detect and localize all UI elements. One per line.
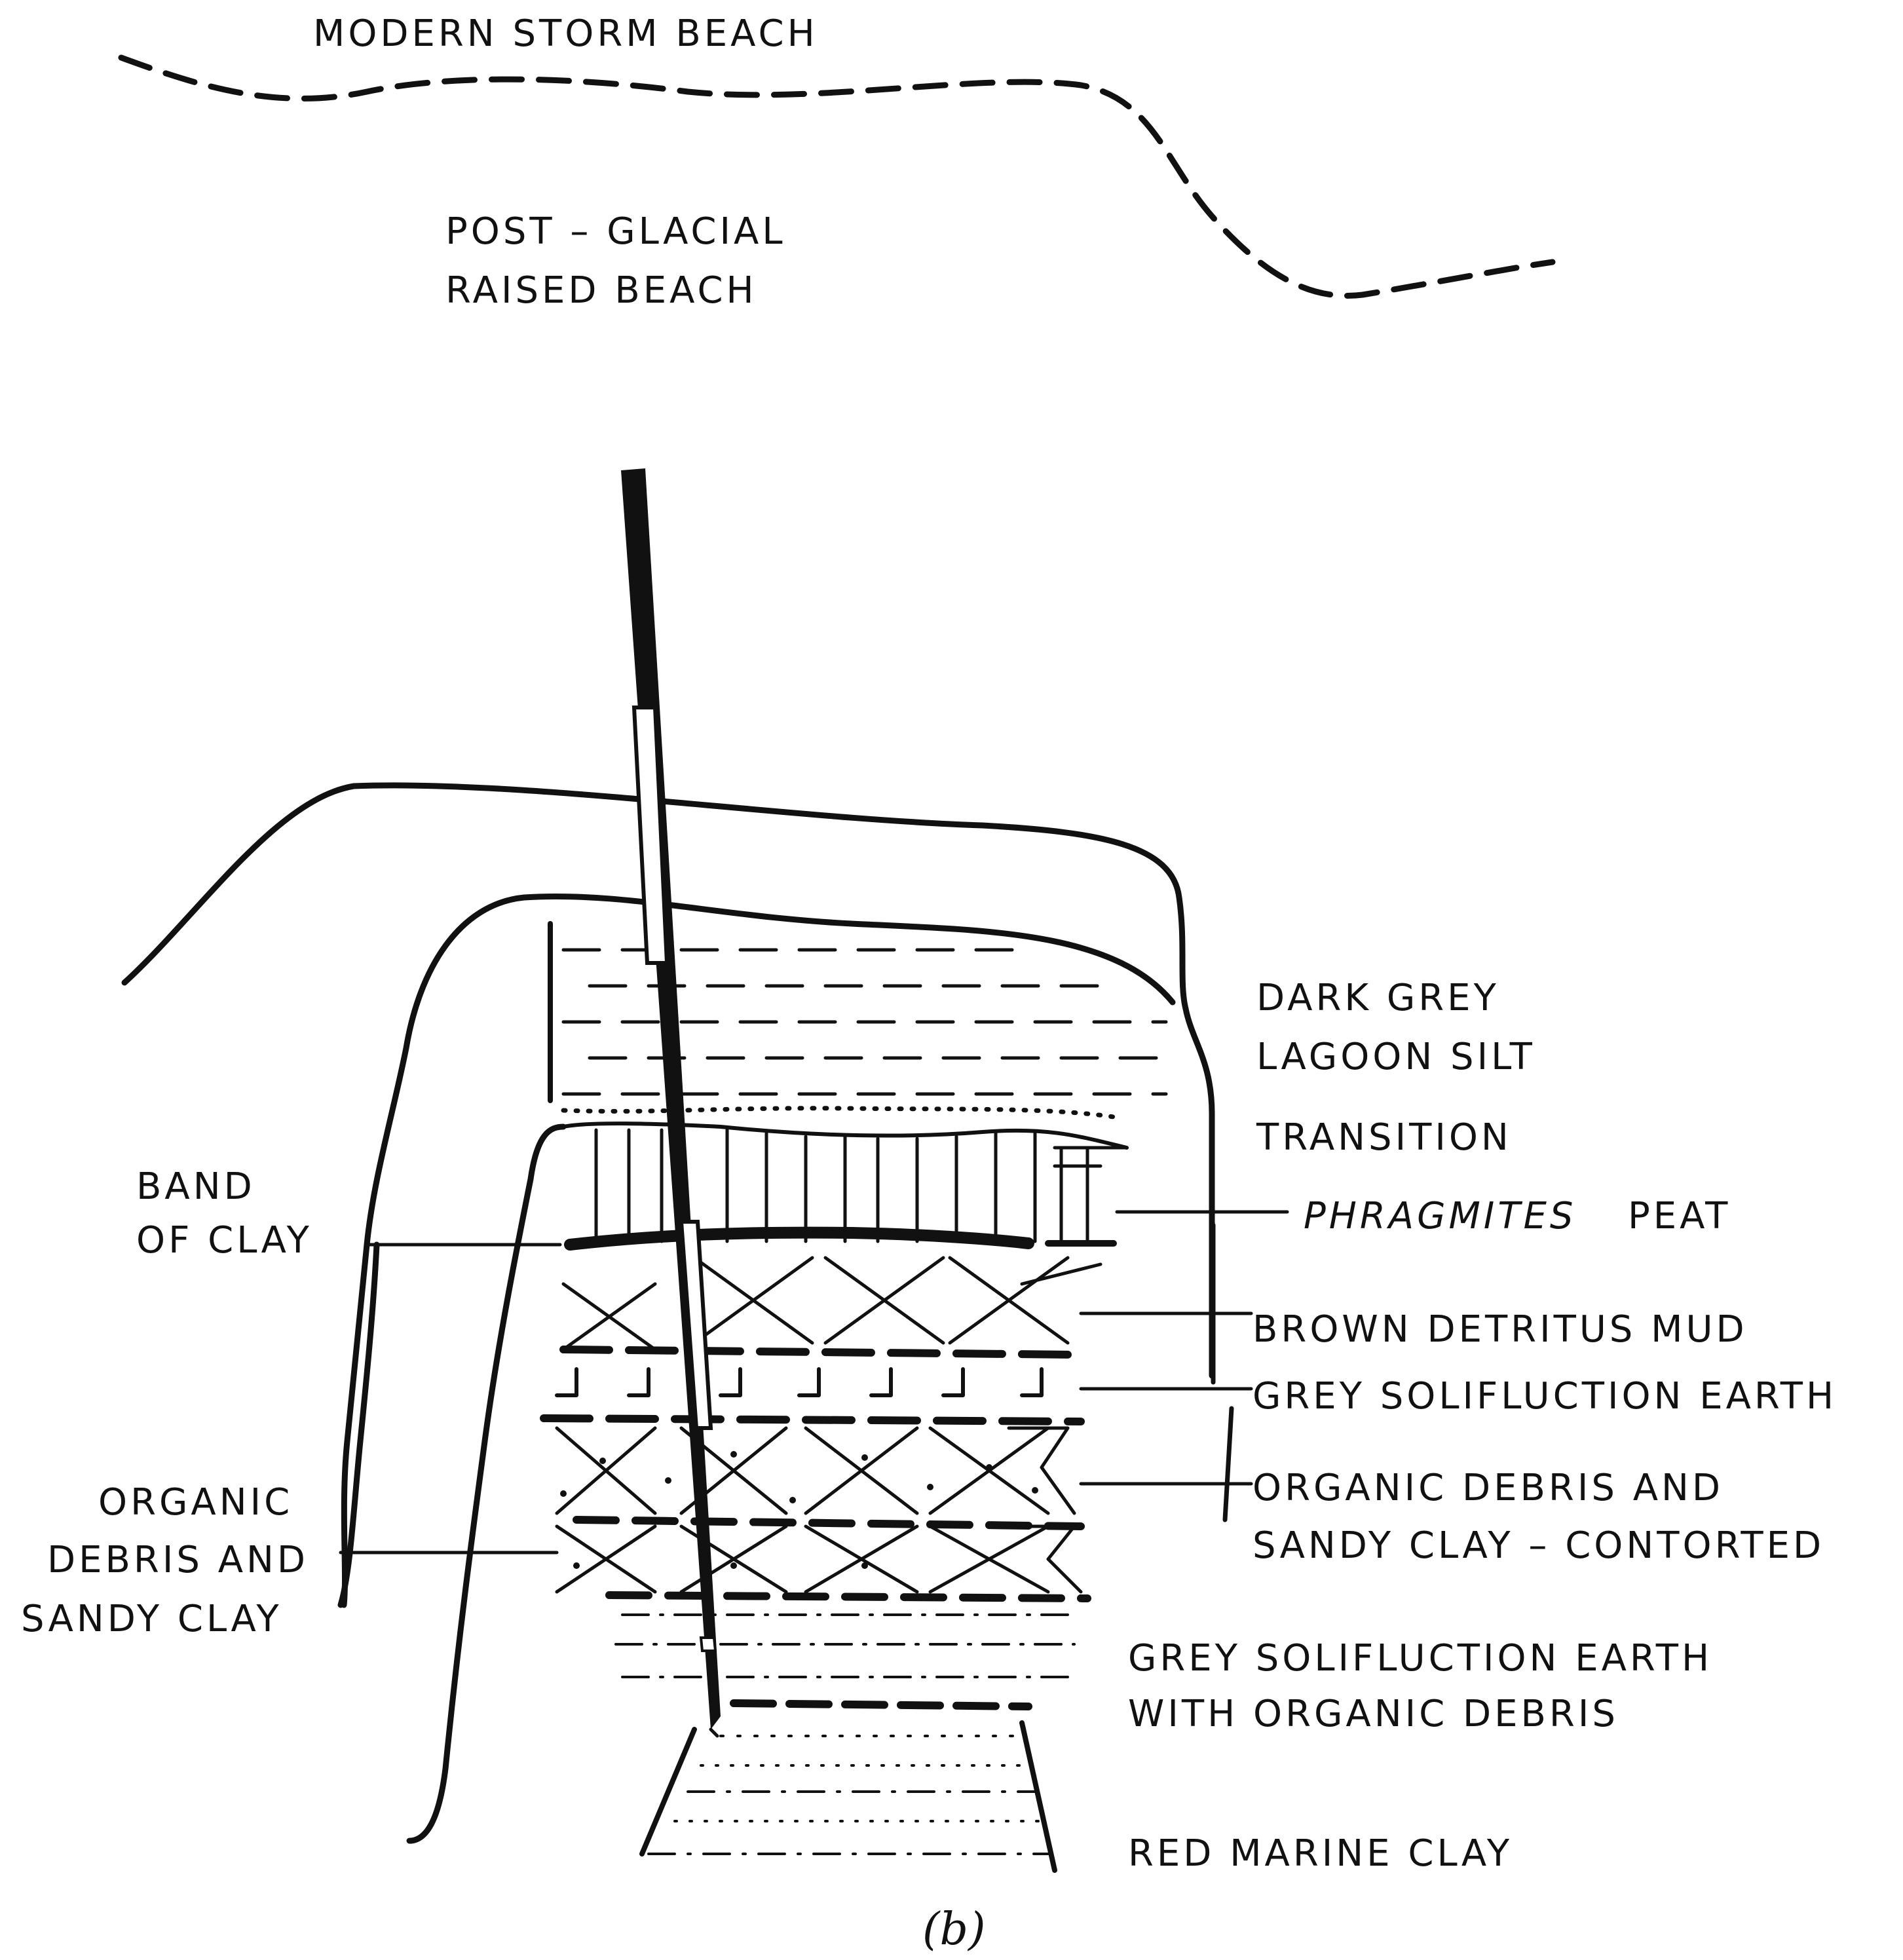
label-organic-right-1: ORGANIC DEBRIS AND xyxy=(1253,1467,1724,1509)
label-raised-beach-1: POST – GLACIAL xyxy=(445,210,786,253)
brown-detritus-crosses xyxy=(563,1258,1101,1349)
storm-beach-line xyxy=(121,58,1553,296)
label-grey-solifluction: GREY SOLIFLUCTION EARTH xyxy=(1253,1375,1837,1418)
grey-solifluction-marks xyxy=(557,1369,1042,1395)
grey-solifluction-base xyxy=(544,1418,1081,1422)
grey-organic-base xyxy=(734,1703,1028,1706)
label-grey-organic-1: GREY SOLIFLUCTION EARTH xyxy=(1128,1637,1712,1680)
organic-debris-crosses xyxy=(557,1428,1081,1592)
label-peat: PEAT xyxy=(1628,1195,1731,1237)
red-marine-clay-fill xyxy=(649,1736,1048,1854)
inner-profile-outline xyxy=(344,896,1173,1605)
label-transition: TRANSITION xyxy=(1256,1116,1512,1159)
label-phragmites: PHRAGMITES xyxy=(1304,1195,1576,1237)
label-band-1: BAND xyxy=(136,1165,255,1208)
label-organic-left-3: SANDY CLAY xyxy=(21,1598,282,1640)
leader-lines xyxy=(341,1212,1287,1553)
ranging-pole xyxy=(621,468,721,1736)
brown-detritus-base xyxy=(563,1349,1074,1355)
figure-caption: (b) xyxy=(922,1904,986,1955)
label-red-marine: RED MARINE CLAY xyxy=(1128,1832,1513,1875)
label-dark-grey-1: DARK GREY xyxy=(1256,977,1499,1019)
right-bracket-lines xyxy=(1213,1225,1232,1520)
label-organic-right-2: SANDY CLAY – CONTORTED xyxy=(1253,1524,1824,1567)
transition-dotted-line xyxy=(563,1108,1114,1117)
label-organic-left-1: ORGANIC xyxy=(98,1481,293,1524)
label-band-2: OF CLAY xyxy=(136,1219,312,1262)
label-dark-grey-2: LAGOON SILT xyxy=(1256,1036,1536,1078)
organic-debris-bands xyxy=(576,1520,1087,1598)
inner-left-face xyxy=(409,1127,563,1841)
label-brown-detritus: BROWN DETRITUS MUD xyxy=(1253,1308,1748,1351)
lagoon-silt-dashes xyxy=(563,950,1179,1094)
organic-debris-dots xyxy=(560,1451,1038,1569)
label-organic-left-2: DEBRIS AND xyxy=(47,1539,309,1581)
red-marine-clay-outline xyxy=(642,1723,1055,1870)
band-of-clay xyxy=(570,1233,1028,1245)
label-grey-organic-2: WITH ORGANIC DEBRIS xyxy=(1128,1693,1619,1735)
label-modern-storm-beach: MODERN STORM BEACH xyxy=(313,12,818,55)
grey-organic-dashdots xyxy=(616,1615,1074,1677)
label-raised-beach-2: RAISED BEACH xyxy=(445,269,757,312)
